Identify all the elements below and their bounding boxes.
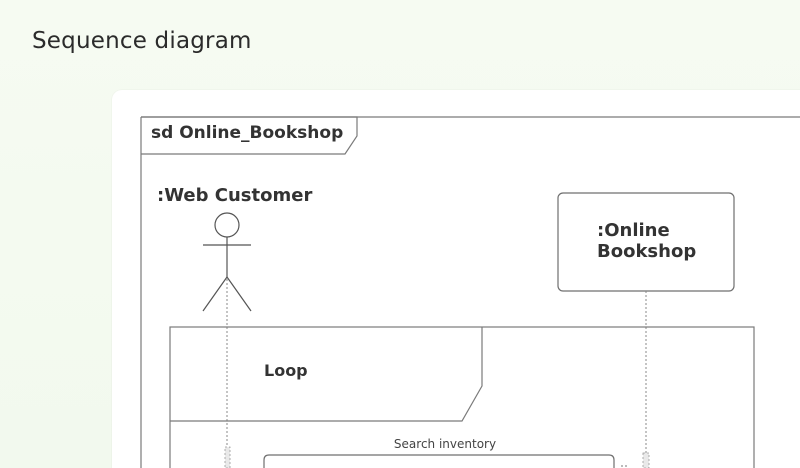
activation-bar-online-bookshop	[642, 452, 650, 468]
stick-figure-icon	[202, 212, 252, 312]
activation-bar-web-customer	[224, 446, 231, 468]
message-label: Search inventory	[394, 437, 496, 451]
participant-online-bookshop[interactable]: :Online Bookshop	[557, 192, 735, 468]
sd-frame: sd Online_Bookshop	[140, 116, 800, 468]
actor-label: :Web Customer	[157, 185, 312, 206]
loop-fragment-label: Loop	[264, 361, 308, 380]
sd-frame-label: sd Online_Bookshop	[151, 123, 343, 143]
message-arrow-box	[263, 454, 615, 468]
sd-frame-tab	[141, 116, 358, 155]
loop-fragment-tab	[170, 327, 483, 422]
page-title: Sequence diagram	[32, 28, 252, 54]
participant-web-customer[interactable]: :Web Customer	[157, 185, 312, 468]
message-search-inventory[interactable]: Search inventory	[263, 437, 628, 468]
object-label-line1: :Online	[597, 220, 670, 241]
loop-fragment-border	[169, 326, 755, 468]
object-label-line2: Bookshop	[597, 241, 696, 262]
loop-fragment[interactable]: Loop	[169, 326, 755, 468]
